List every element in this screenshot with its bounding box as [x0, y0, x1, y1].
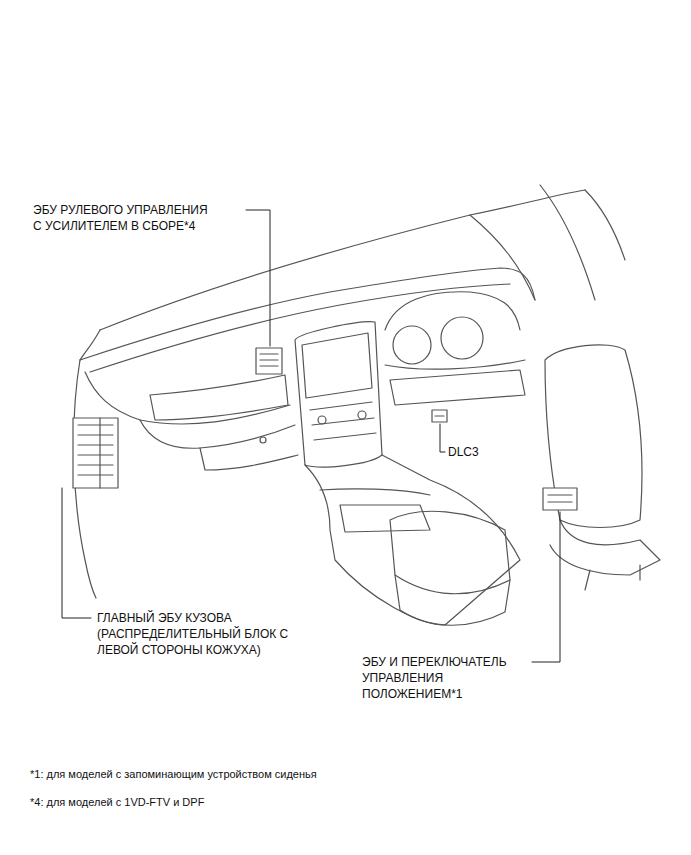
footnote: *4: для моделей с 1VD-FTV и DPF [30, 795, 630, 809]
part-label: ЭБУ И ПЕРЕКЛЮЧАТЕЛЬ УПРАВЛЕНИЯ ПОЛОЖЕНИЕ… [362, 654, 534, 702]
footnote: *1: для моделей с запоминающим устройств… [30, 767, 630, 781]
part-label: ГЛАВНЫЙ ЭБУ КУЗОВА (РАСПРЕДЕЛИТЕЛЬНЫЙ БЛ… [97, 610, 309, 658]
part-label: DLC3 [448, 444, 508, 460]
part-label: ЭБУ РУЛЕВОГО УПРАВЛЕНИЯ С УСИЛИТЕЛЕМ В С… [33, 202, 219, 234]
